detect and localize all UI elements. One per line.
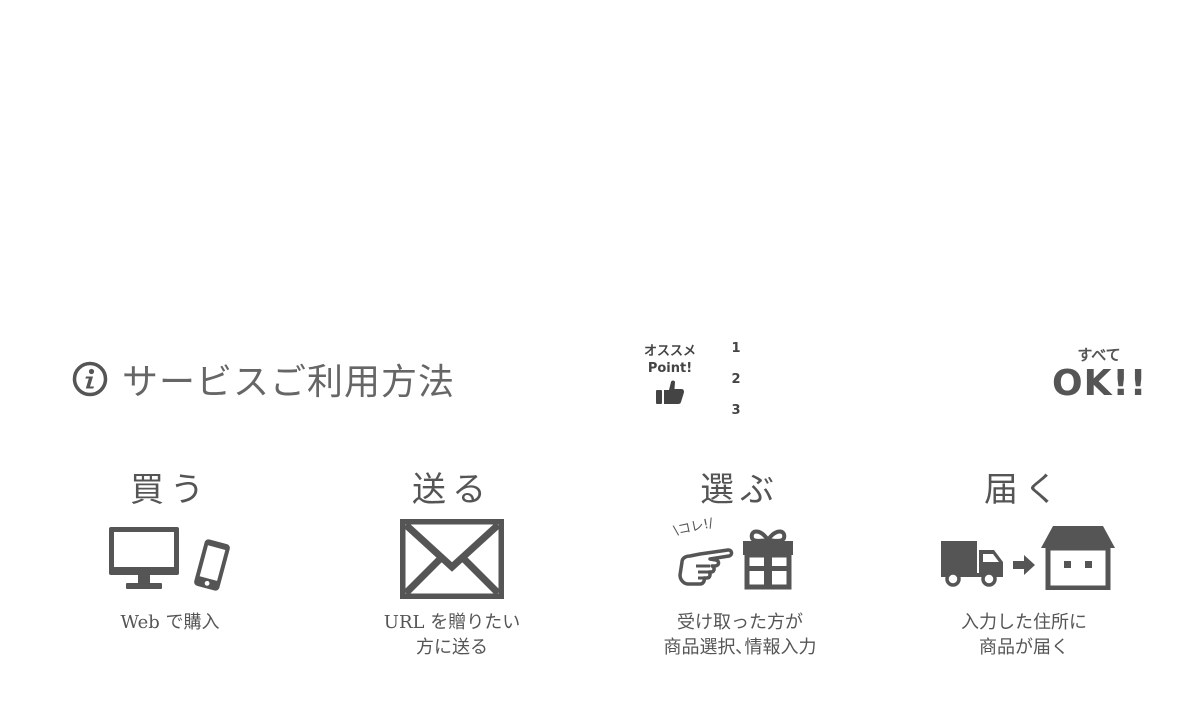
- step-description-line: 商品が届く: [979, 637, 1069, 658]
- step-title: 送る: [412, 470, 492, 510]
- step-visual: [50, 524, 290, 604]
- step-description: 受け取った方が 商品選択､情報入力: [620, 610, 860, 660]
- section-title: サービスご利用方法: [122, 362, 456, 403]
- step-title: 買う: [130, 470, 210, 510]
- desktop-icon: [109, 527, 179, 589]
- envelope-icon: [400, 519, 504, 599]
- step-description-line: 方に送る: [416, 637, 488, 658]
- gift-box-icon: [743, 529, 793, 590]
- point-number-2: 2: [731, 372, 741, 387]
- step-description-line: 商品選択､情報入力: [663, 637, 817, 658]
- info-icon: [72, 361, 108, 397]
- arrow-right-icon: [1013, 555, 1035, 575]
- ok-label: OK!!: [1052, 363, 1148, 404]
- thumbs-up-icon: [656, 380, 685, 404]
- section-heading: サービスご利用方法: [72, 354, 455, 404]
- step-description: Web で購入: [50, 610, 290, 635]
- point-number-3: 3: [731, 403, 741, 418]
- step-choose: 選ぶ \コレ!/ 受け取った方が 商品選択､情報入力: [620, 468, 860, 660]
- step-visual: \コレ!/: [620, 516, 860, 604]
- step-send: 送る URL を贈りたい 方に送る: [332, 468, 572, 660]
- recommend-label: オススメ: [643, 344, 696, 359]
- step-description-line: 受け取った方が: [677, 612, 803, 633]
- step-description-line: Web で購入: [120, 612, 220, 633]
- step-description: URL を贈りたい 方に送る: [332, 610, 572, 660]
- recommend-point-label: Point!: [647, 361, 693, 376]
- smartphone-icon: [194, 539, 230, 591]
- step-title: 選ぶ: [700, 470, 780, 510]
- step-description: 入力した住所に 商品が届く: [904, 610, 1144, 660]
- step-description-line: URL を贈りたい: [383, 612, 521, 633]
- step-visual: [904, 524, 1144, 604]
- pointing-hand-icon: [678, 548, 734, 586]
- hand-caption-text: コレ!: [676, 516, 711, 539]
- house-icon: [1041, 526, 1115, 590]
- step-visual: [332, 519, 572, 604]
- all-ok-badge: すべて OK!!: [1052, 346, 1146, 404]
- all-label: すべて: [1077, 346, 1121, 364]
- point-number-1: 1: [731, 341, 741, 356]
- step-buy: 買う Web で購入: [50, 468, 290, 635]
- hand-caption: \コレ!/: [671, 512, 714, 539]
- recommend-point-badge: オススメ Point!: [632, 343, 708, 415]
- step-title: 届く: [984, 470, 1064, 510]
- step-description-line: 入力した住所に: [961, 612, 1087, 633]
- delivery-truck-icon: [941, 541, 1003, 587]
- step-deliver: 届く 入力した住所に 商品が届く: [904, 468, 1144, 660]
